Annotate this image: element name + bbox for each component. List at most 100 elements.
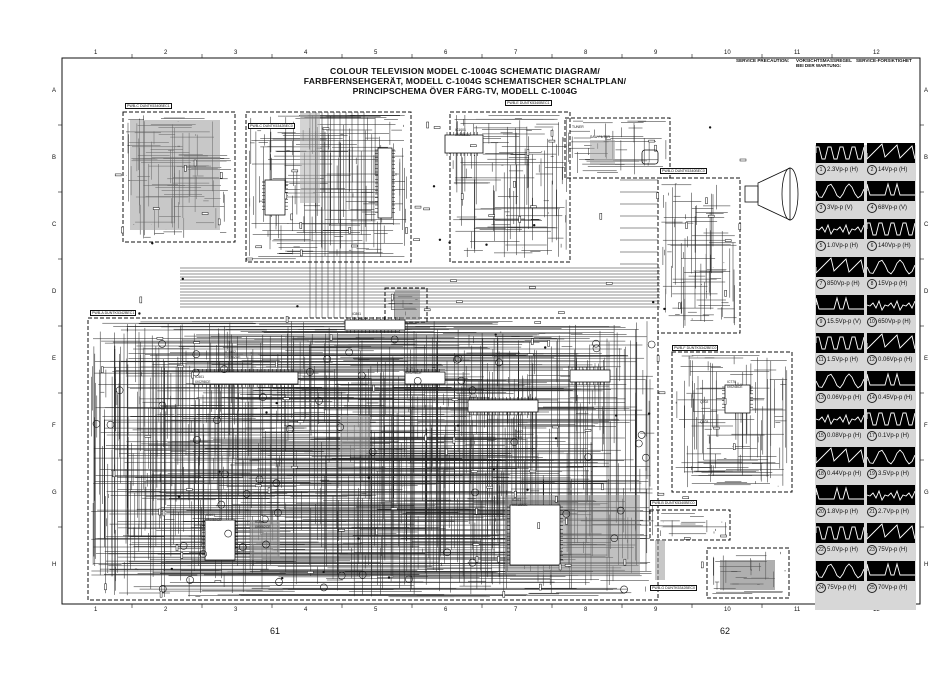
- resistor-symbol: [452, 437, 456, 444]
- resistor-symbol: [191, 371, 194, 379]
- resistor-symbol: [267, 487, 271, 494]
- column-label: 12: [873, 607, 880, 613]
- component-label: IX0062CE: [255, 525, 271, 529]
- resistor-symbol: [684, 537, 691, 540]
- shaded-area: [720, 560, 775, 590]
- transistor-symbol: [319, 583, 328, 592]
- trace-line: [816, 146, 864, 160]
- waveform-number: 12: [867, 355, 877, 365]
- component-label: IX0188CE: [512, 503, 528, 507]
- resistor-symbol: [329, 334, 333, 341]
- waveform-number: 19: [867, 469, 877, 479]
- board-outline: [657, 177, 741, 334]
- ic-package: [377, 147, 393, 219]
- resistor-symbol: [158, 508, 161, 516]
- junction-dot: [218, 470, 221, 473]
- transistor-symbol: [106, 420, 115, 429]
- waveform-label: 1.0Vp-p (H): [827, 243, 859, 249]
- resistor-symbol: [724, 239, 732, 242]
- resistor-symbol: [156, 337, 164, 340]
- component-label: IC770: [727, 380, 737, 384]
- oscilloscope-trace: [816, 295, 864, 315]
- oscilloscope-trace: [816, 181, 864, 201]
- resistor-symbol: [460, 193, 464, 200]
- component-label: TUNER: [572, 125, 584, 129]
- column-label: 11: [794, 50, 801, 56]
- resistor-symbol: [530, 205, 537, 208]
- transistor-symbol: [584, 453, 592, 461]
- column-label: 7: [514, 50, 518, 56]
- junction-dot: [708, 126, 712, 129]
- transistor-symbol: [159, 585, 167, 593]
- transistor-symbol: [115, 386, 124, 395]
- row-label: A: [924, 87, 929, 94]
- title-line: PRINCIPSCHEMA ÖVER FÄRG-TV, MODELL C-100…: [352, 86, 578, 97]
- board-outline: [384, 287, 428, 323]
- shaded-area: [300, 113, 320, 203]
- transistor-symbol: [620, 585, 628, 594]
- resistor-symbol: [114, 173, 122, 177]
- transistor-symbol: [306, 367, 314, 376]
- junction-dot: [387, 576, 391, 579]
- trace-line: [816, 413, 864, 426]
- resistor-symbol: [217, 218, 221, 226]
- row-label: A: [52, 87, 57, 94]
- transistor-symbol: [255, 475, 264, 484]
- transistor-symbol: [453, 355, 461, 364]
- oscilloscope-trace: [867, 561, 915, 581]
- component-label: IC1002: [225, 350, 236, 354]
- resistor-symbol: [450, 279, 457, 282]
- oscilloscope-trace: [867, 485, 915, 505]
- oscilloscope-trace: [867, 295, 915, 315]
- resistor-symbol: [550, 129, 554, 137]
- resistor-symbol: [121, 226, 124, 234]
- oscilloscope-trace: [816, 371, 864, 391]
- trace-line: [867, 562, 915, 576]
- tv-set-icon: [641, 149, 659, 165]
- trace-line: [816, 373, 864, 389]
- resistor-symbol: [338, 528, 345, 532]
- resistor-symbol: [565, 518, 568, 525]
- resistor-symbol: [564, 564, 572, 567]
- resistor-symbol: [144, 435, 152, 438]
- resistor-symbol: [601, 483, 604, 491]
- transistor-symbol: [199, 550, 207, 558]
- resistor-symbol: [497, 555, 500, 563]
- transistor-symbol: [454, 354, 463, 363]
- resistor-symbol: [139, 296, 143, 304]
- resistor-symbol: [486, 485, 494, 489]
- transistor-symbol: [285, 425, 294, 434]
- resistor-symbol: [291, 466, 298, 469]
- transistor-symbol: [610, 534, 619, 543]
- resistor-symbol: [186, 488, 193, 491]
- resistor-symbol: [648, 139, 655, 143]
- board-outline: [671, 351, 793, 493]
- transistor-symbol: [275, 578, 283, 586]
- column-label: 5: [374, 50, 378, 56]
- waveform-number: 10: [867, 317, 877, 327]
- transistor-symbol: [158, 340, 166, 348]
- crt-tube-symbol: [744, 167, 799, 221]
- resistor-symbol: [372, 384, 375, 392]
- resistor-symbol: [539, 583, 542, 591]
- column-label: 1: [94, 50, 98, 56]
- component-label: Q702: [700, 400, 709, 404]
- oscilloscope-trace: [816, 447, 864, 467]
- resistor-symbol: [424, 434, 427, 442]
- resistor-symbol: [390, 507, 398, 510]
- transistor-symbol: [368, 448, 377, 456]
- transistor-symbol: [495, 358, 503, 367]
- board-outline: [245, 111, 412, 263]
- column-label: 4: [304, 50, 308, 56]
- row-label: C: [924, 221, 929, 228]
